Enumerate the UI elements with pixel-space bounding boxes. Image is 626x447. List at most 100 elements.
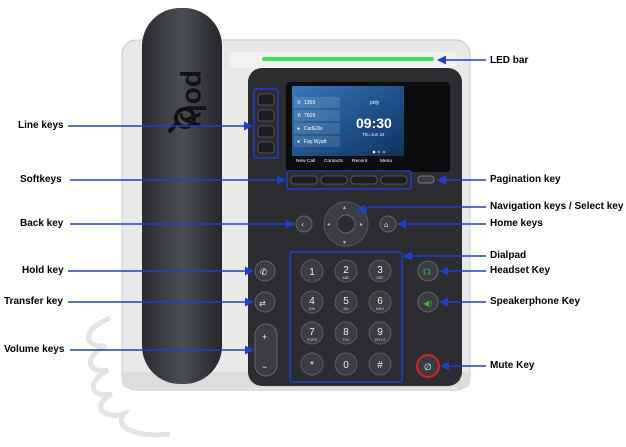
- back-key[interactable]: [295, 215, 313, 233]
- svg-text:▸: ▸: [360, 221, 363, 228]
- dial-key-digit: 8: [343, 327, 349, 338]
- label-mute-key: Mute Key: [490, 360, 535, 371]
- dial-key-letters: DEF: [376, 276, 384, 280]
- label-volume-keys: Volume keys: [4, 344, 65, 355]
- speaker-icon: ◀): [423, 299, 432, 308]
- volume-down-icon: −: [262, 362, 267, 372]
- label-hold-key: Hold key: [22, 265, 64, 276]
- dial-key-8[interactable]: [334, 321, 358, 345]
- line-keys-box: [253, 88, 279, 159]
- dial-key-letters: PQRS: [307, 338, 318, 342]
- dial-key-6[interactable]: [368, 290, 392, 314]
- softkey-label-strip: [292, 156, 404, 164]
- dial-key-digit: #: [377, 360, 383, 371]
- dial-key-4[interactable]: [300, 290, 324, 314]
- dial-key-digit: 6: [377, 296, 383, 307]
- softkeys: [290, 175, 408, 185]
- contact-icon: ●: [297, 126, 300, 132]
- headset-key[interactable]: [417, 260, 439, 282]
- screen-line-3: CarlEllis: [304, 126, 323, 132]
- label-line-keys: Line keys: [18, 120, 64, 131]
- softkey-2[interactable]: [320, 175, 348, 185]
- dial-key-0[interactable]: [334, 352, 358, 376]
- transfer-key[interactable]: [254, 291, 276, 313]
- headset-icon: ☊: [423, 268, 431, 278]
- dial-key-1[interactable]: [300, 259, 324, 283]
- screen-line-1: 1359: [304, 100, 315, 106]
- handset: [142, 8, 222, 384]
- softkeys-box: [286, 170, 412, 190]
- label-speakerphone-key: Speakerphone Key: [490, 296, 581, 307]
- dial-key-letters: MNO: [376, 307, 385, 311]
- dial-key-letters: ABC: [342, 276, 350, 280]
- mute-key[interactable]: [416, 354, 440, 378]
- dial-key-letters: TUV: [342, 338, 350, 342]
- svg-text:◂: ◂: [327, 221, 330, 228]
- dial-key-2[interactable]: [334, 259, 358, 283]
- label-navigation-key: Navigation keys / Select key: [490, 201, 624, 212]
- softkey-labels: New Call Contacts Recent Menu: [296, 158, 392, 164]
- led-bar: [262, 57, 434, 61]
- screen-time: 09:30: [356, 115, 392, 131]
- volume-rocker[interactable]: [254, 323, 278, 377]
- phone-icon: ✆: [297, 100, 301, 106]
- softkey-label-menu: Menu: [380, 158, 392, 164]
- pagination-key[interactable]: [417, 175, 435, 184]
- callout-arrows: [68, 55, 486, 371]
- home-icon: ⌂: [384, 221, 388, 229]
- dial-key-digit: 7: [309, 327, 315, 338]
- speakerphone-key[interactable]: [417, 291, 439, 313]
- softkey-3[interactable]: [350, 175, 378, 185]
- softkey-1[interactable]: [290, 175, 318, 185]
- dial-key-digit: 3: [377, 265, 383, 276]
- line-key-2[interactable]: [257, 109, 275, 122]
- phone-icon: ✆: [297, 113, 301, 119]
- dial-key-digit: 4: [309, 296, 315, 307]
- mute-icon: ∅: [424, 363, 432, 373]
- dial-key-3[interactable]: [368, 259, 392, 283]
- line-key-3[interactable]: [257, 125, 275, 138]
- dial-key-digit: 2: [343, 265, 349, 276]
- dial-key-star[interactable]: [300, 352, 324, 376]
- label-softkeys: Softkeys: [20, 174, 62, 185]
- dial-key-5[interactable]: [334, 290, 358, 314]
- dial-key-digit: 1: [309, 267, 315, 278]
- dial-key-digit: 0: [343, 360, 349, 371]
- select-key[interactable]: [336, 214, 356, 234]
- softkey-label-new-call: New Call: [296, 158, 315, 164]
- screen-line-list: ✆1359 ✆7609 ●CarlEllis ●Fay Wyatt: [294, 97, 340, 147]
- callout-boxes: [253, 88, 412, 383]
- back-icon: ‹: [301, 220, 304, 229]
- label-pagination-key: Pagination key: [490, 174, 561, 185]
- label-back-key: Back key: [20, 218, 64, 229]
- softkey-label-recent: Recent: [352, 158, 368, 164]
- dial-key-letters: JKL: [343, 307, 349, 311]
- transfer-icon: ⇄: [259, 299, 266, 308]
- screen-logo: poly: [370, 100, 380, 106]
- home-key[interactable]: [379, 215, 397, 233]
- label-dialpad: Dialpad: [490, 250, 527, 261]
- dial-key-digit: *: [310, 360, 314, 371]
- dial-key-letters: GHI: [309, 307, 315, 311]
- softkey-4[interactable]: [380, 175, 408, 185]
- line-key-4[interactable]: [257, 141, 275, 154]
- hold-icon: ✆: [260, 268, 268, 278]
- arrow-navigation-key: [357, 204, 486, 213]
- dial-key-9[interactable]: [368, 321, 392, 345]
- coiled-cord: [86, 315, 171, 438]
- line-key-1[interactable]: [257, 93, 275, 106]
- dial-key-7[interactable]: [300, 321, 324, 345]
- label-home-keys: Home keys: [490, 218, 543, 229]
- hold-key[interactable]: [254, 260, 276, 282]
- dial-key-hash[interactable]: [368, 352, 392, 376]
- dial-key-letters: WXYZ: [375, 338, 386, 342]
- svg-text:▴: ▴: [343, 204, 346, 211]
- screen-line-4: Fay Wyatt: [304, 139, 327, 145]
- line-keys: [257, 93, 275, 154]
- navigation-arrows: ▴▾◂▸: [327, 204, 363, 246]
- label-transfer-key: Transfer key: [4, 296, 63, 307]
- label-led-bar: LED bar: [490, 55, 529, 66]
